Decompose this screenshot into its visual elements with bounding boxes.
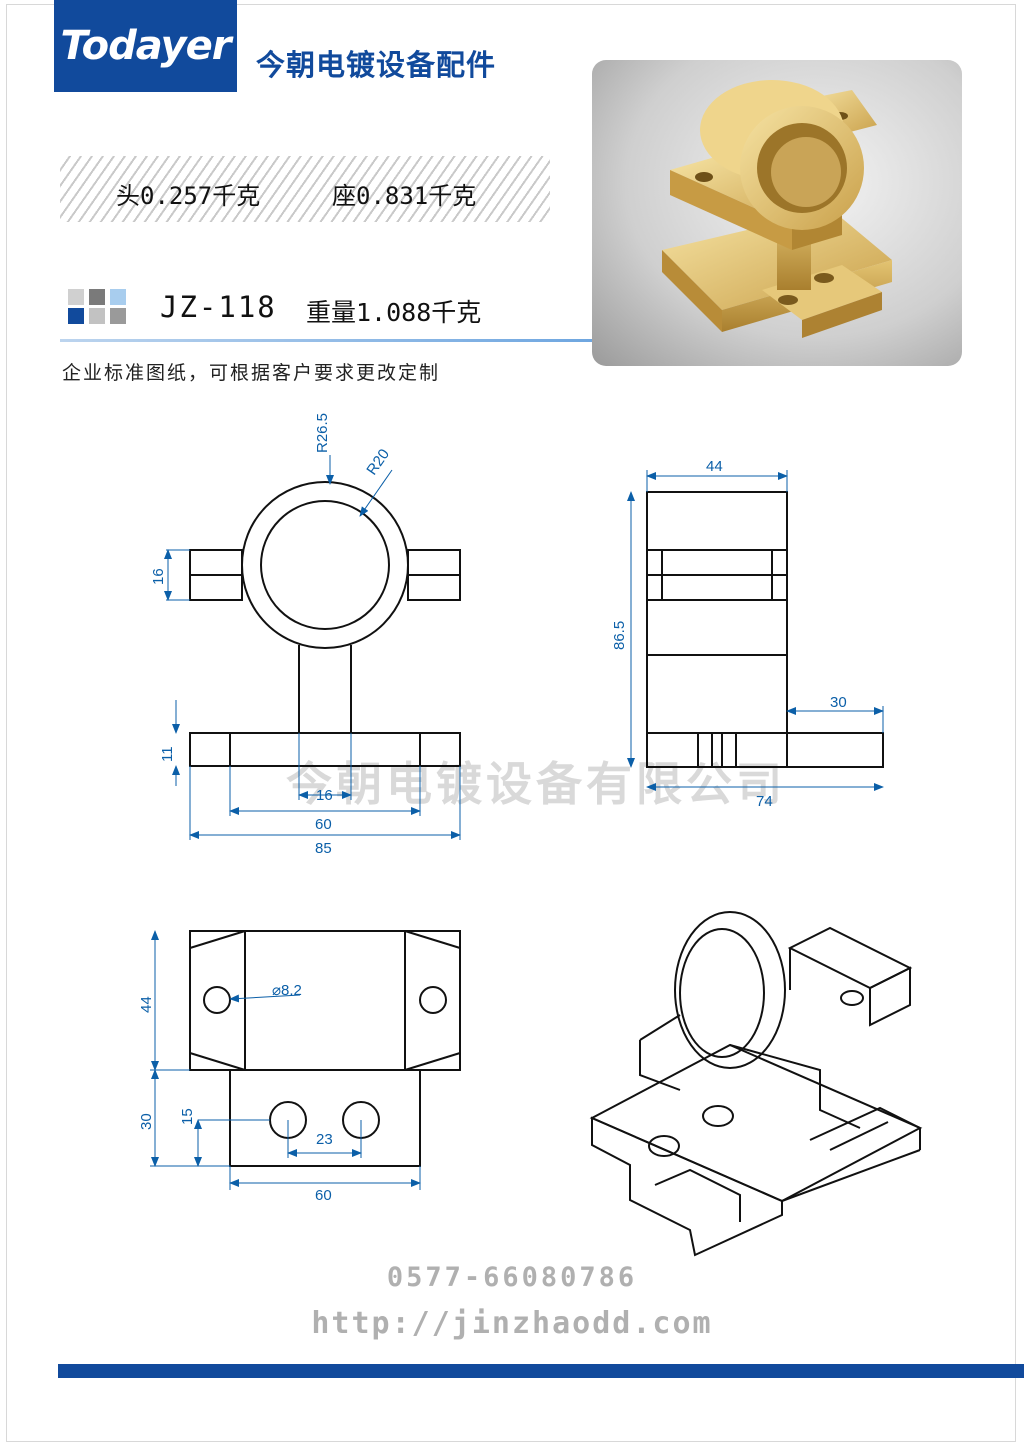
divider-line xyxy=(60,339,595,342)
dim-top-30: 30 xyxy=(138,1113,155,1130)
dimension-lines xyxy=(150,455,884,1190)
head-weight: 头0.257千克 xyxy=(116,182,261,210)
page-frame xyxy=(6,4,1016,1442)
company-name: 今朝电镀设备配件 xyxy=(256,48,497,82)
dim-top-23: 23 xyxy=(316,1131,333,1148)
color-square xyxy=(68,289,84,305)
contact-phone: 0577-66080786 xyxy=(386,1262,638,1293)
dim-side-74: 74 xyxy=(756,793,773,810)
dim-r-inner: R20 xyxy=(363,446,393,478)
color-square xyxy=(110,289,126,305)
standard-note: 企业标准图纸，可根据客户要求更改定制 xyxy=(62,362,441,384)
dim-front-60: 60 xyxy=(315,816,332,833)
seat-weight: 座0.831千克 xyxy=(332,182,477,210)
dim-side-44: 44 xyxy=(706,458,723,475)
dim-front-11: 11 xyxy=(159,746,176,762)
dim-top-44: 44 xyxy=(138,996,155,1013)
front-view xyxy=(189,481,461,767)
total-weight: 重量1.088千克 xyxy=(306,298,482,327)
dim-front-w16: 16 xyxy=(316,787,333,804)
brass-bracket-render xyxy=(662,80,892,338)
dim-side-86-5: 86.5 xyxy=(611,621,628,650)
dim-top-15: 15 xyxy=(179,1108,196,1125)
side-view xyxy=(646,491,884,768)
color-square xyxy=(68,308,84,324)
color-square xyxy=(89,308,105,324)
brand-logo: Todayer xyxy=(54,0,237,92)
weight-banner xyxy=(60,156,550,222)
dim-top-60: 60 xyxy=(315,1187,332,1204)
model-number: JZ-118 xyxy=(160,290,277,324)
dim-side-30: 30 xyxy=(830,694,847,711)
top-view xyxy=(189,930,461,1167)
product-photo xyxy=(592,60,962,366)
color-square xyxy=(110,308,126,324)
dim-front-16: 16 xyxy=(150,568,167,585)
isometric-view xyxy=(589,911,923,1257)
contact-url[interactable]: http://jinzhaodd.com xyxy=(311,1306,713,1341)
footer-bar xyxy=(58,1364,1024,1378)
dim-r-outer: R26.5 xyxy=(314,413,331,453)
dim-top-hole: ⌀8.2 xyxy=(272,982,302,999)
color-square xyxy=(89,289,105,305)
dim-front-85: 85 xyxy=(315,840,332,857)
dimension-labels: R26.5 R20 16 11 16 60 85 44 86.5 30 74 4… xyxy=(138,413,847,1204)
